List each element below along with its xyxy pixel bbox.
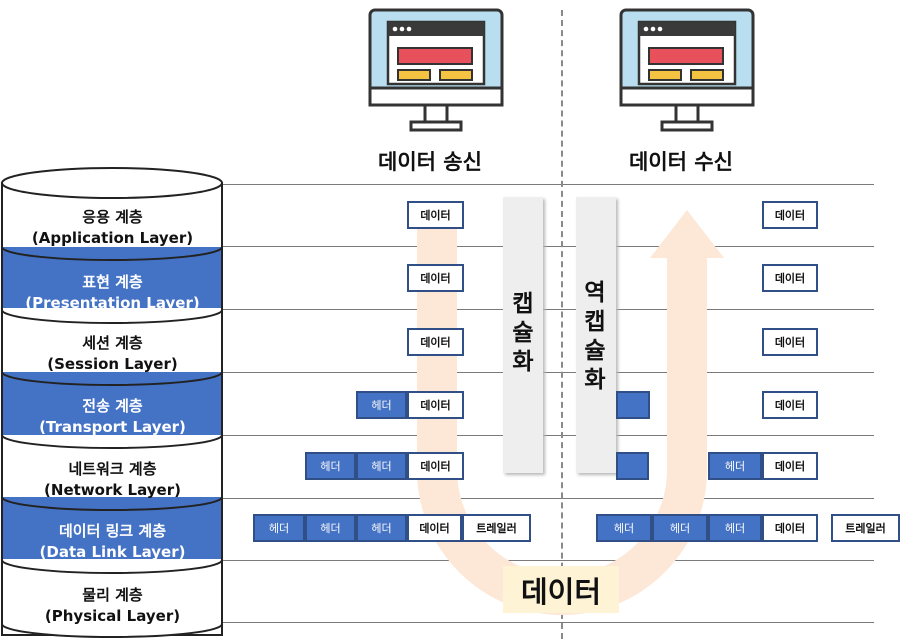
center-divider — [561, 10, 563, 639]
layer-transport: 전송 계층(Transport Layer) — [39, 397, 186, 436]
layer-separator — [222, 184, 874, 185]
data-box: 데이터 — [407, 391, 464, 419]
layer-separator — [222, 622, 874, 623]
trailer-box: 트레일러 — [462, 514, 531, 542]
layer-application: 응용 계층(Application Layer) — [31, 208, 194, 247]
header-box: 헤더 — [356, 452, 407, 480]
header-box: 헤더 — [305, 514, 356, 542]
encapsulation-bar — [503, 197, 543, 473]
data-box: 데이터 — [407, 452, 464, 480]
trailer-box: 트레일러 — [831, 514, 900, 542]
layer-session: 세션 계층(Session Layer) — [47, 334, 178, 373]
monitor-icon — [368, 8, 504, 132]
layer-network: 네트워크 계층(Network Layer) — [44, 460, 181, 499]
data-box: 데이터 — [407, 264, 464, 292]
send-title: 데이터 송신 — [378, 150, 482, 174]
receive-title: 데이터 수신 — [629, 150, 733, 174]
header-box — [616, 452, 649, 480]
data-box: 데이터 — [407, 514, 462, 542]
header-box: 헤더 — [596, 514, 652, 542]
header-box: 헤더 — [356, 514, 407, 542]
header-box: 헤더 — [708, 452, 762, 480]
data-box: 데이터 — [407, 201, 464, 229]
layer-separator — [222, 498, 874, 499]
header-box: 헤더 — [305, 452, 356, 480]
header-box: 헤더 — [708, 514, 762, 542]
header-box: 헤더 — [253, 514, 305, 542]
layer-data-link: 데이터 링크 계층(Data Link Layer) — [39, 522, 186, 561]
decapsulation-bar — [576, 197, 616, 473]
bottom-data-label: 데이터 — [503, 566, 619, 613]
data-box: 데이터 — [762, 328, 818, 356]
layer-separator — [222, 372, 874, 373]
encapsulation-label: 캡 슐 화 — [512, 291, 534, 375]
data-box: 데이터 — [762, 514, 818, 542]
data-box: 데이터 — [407, 328, 464, 356]
data-box: 데이터 — [762, 201, 818, 229]
monitor-icon — [619, 8, 755, 132]
data-box: 데이터 — [762, 264, 818, 292]
layer-separator — [222, 246, 874, 247]
layer-physical: 물리 계층(Physical Layer) — [44, 586, 181, 625]
decapsulation-label: 역 캡 슐 화 — [584, 280, 606, 393]
layer-separator — [222, 560, 874, 561]
header-box — [616, 391, 650, 419]
header-box: 헤더 — [356, 391, 407, 419]
layer-separator — [222, 309, 874, 310]
layer-presentation: 표현 계층(Presentation Layer) — [25, 273, 200, 312]
layer-separator — [222, 435, 874, 436]
osi-cylinder — [1, 167, 223, 638]
data-box: 데이터 — [762, 391, 818, 419]
data-box: 데이터 — [762, 452, 818, 480]
header-box: 헤더 — [652, 514, 708, 542]
